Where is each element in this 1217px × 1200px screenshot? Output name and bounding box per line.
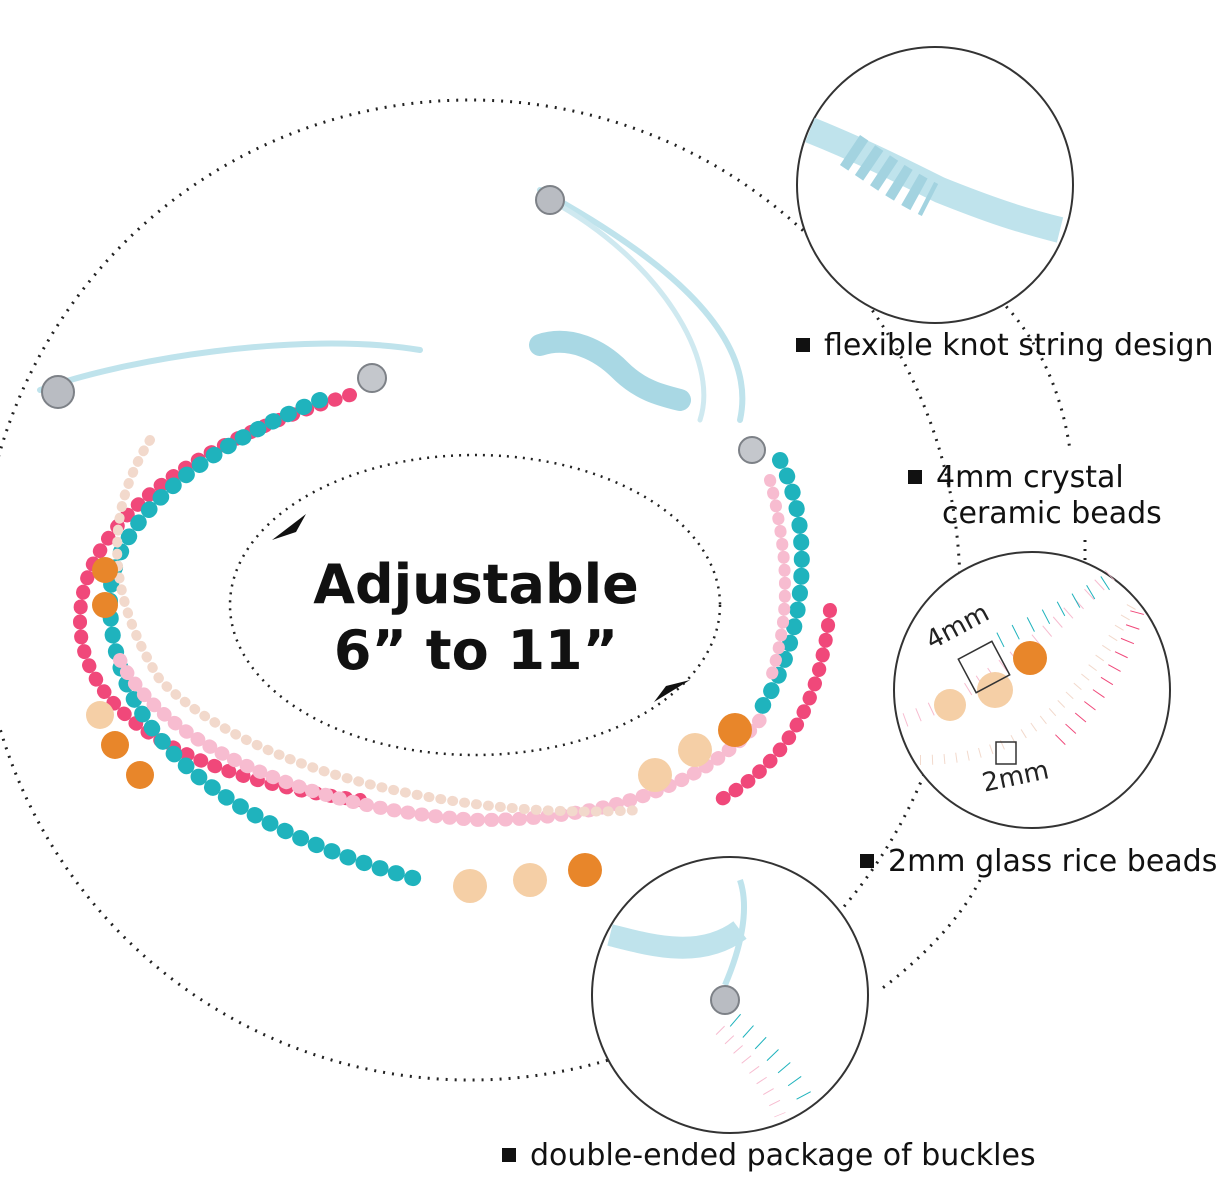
callout-knot-text: flexible knot string design xyxy=(824,328,1214,363)
connector-rice xyxy=(879,879,982,992)
callout-knot: flexible knot string design xyxy=(796,328,1214,364)
callout-rice: 2mm glass rice beads xyxy=(860,844,1217,880)
knot xyxy=(529,330,691,411)
adjust-ellipse xyxy=(228,453,722,757)
adjustable-headline: Adjustable 6” to 11” xyxy=(276,552,676,684)
square-bullet-icon xyxy=(860,853,874,868)
square-bullet-icon xyxy=(908,469,922,484)
callout-crystal-line1: 4mm crystal xyxy=(936,460,1124,495)
bracelet xyxy=(37,187,837,888)
string-cord xyxy=(537,187,746,423)
callout-crystal: 4mm crystal ceramic beads xyxy=(908,460,1162,532)
crystal-beads xyxy=(86,557,752,903)
detail-circle-beads xyxy=(893,551,1171,829)
string-cord xyxy=(37,340,423,393)
connector-knot xyxy=(998,298,1072,451)
string-cord xyxy=(547,197,707,423)
detail-circle-buckle xyxy=(591,856,869,1134)
arrow-right-icon xyxy=(654,680,690,702)
headline-line2: 6” to 11” xyxy=(333,619,619,682)
silver-beads xyxy=(41,185,766,464)
arrow-left-icon xyxy=(272,514,306,540)
strand-coral-2 xyxy=(713,603,837,807)
detail-circle-knot xyxy=(796,46,1074,324)
callout-crystal-line2: ceramic beads xyxy=(942,496,1162,531)
callout-buckle: double-ended package of buckles xyxy=(502,1138,1036,1174)
strand-turquoise-2 xyxy=(752,452,810,718)
headline-line1: Adjustable xyxy=(313,553,639,616)
strand-lightpink xyxy=(113,653,767,828)
strand-clear xyxy=(112,435,645,817)
square-bullet-icon xyxy=(796,337,810,352)
callout-rice-text: 2mm glass rice beads xyxy=(888,844,1217,879)
square-bullet-icon xyxy=(502,1147,516,1162)
callout-buckle-text: double-ended package of buckles xyxy=(530,1138,1036,1173)
strand-lightpink-2 xyxy=(764,474,791,686)
